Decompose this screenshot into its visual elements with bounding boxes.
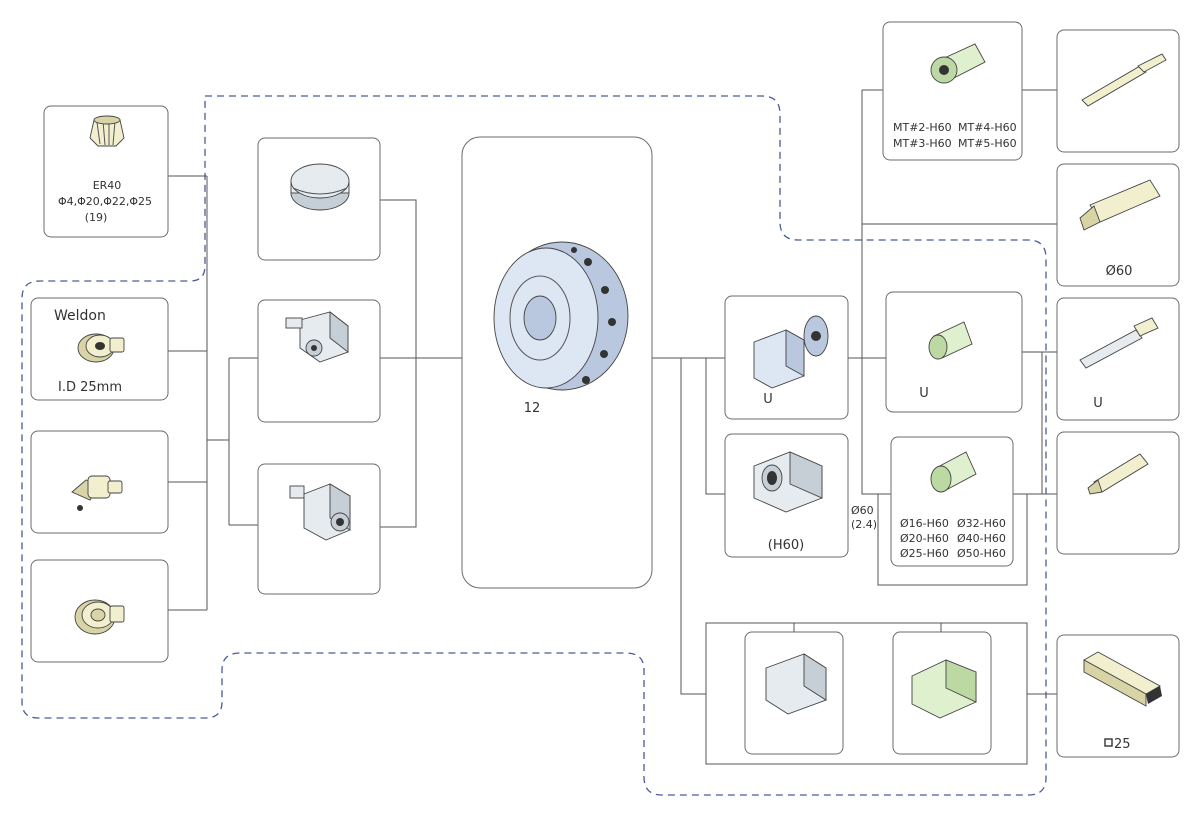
- weldon-title-label: Weldon: [54, 308, 106, 324]
- er40-collet-box[interactable]: [43, 105, 169, 238]
- drill-box[interactable]: [1056, 29, 1180, 153]
- small-boring-bar-icon: [1087, 453, 1149, 495]
- twist-drill-icon: [1081, 53, 1167, 107]
- h60-holder-label: (H60): [768, 538, 804, 553]
- mt5-label: MT#5-H60: [958, 137, 1017, 150]
- square-shank-tool-icon: [1083, 651, 1162, 707]
- s16-label: Ø16-H60: [900, 517, 949, 530]
- s40-label: Ø40-H60: [957, 532, 1006, 545]
- boring-dia-label: Ø60: [1106, 264, 1133, 279]
- tapping-holder-icon: [71, 475, 123, 511]
- mt2-label: MT#2-H60: [893, 121, 952, 134]
- turret-stations-label: 12: [524, 401, 541, 416]
- mt4-label: MT#4-H60: [958, 121, 1017, 134]
- er40-count-label: (19): [85, 211, 108, 224]
- weldon-id-label: I.D 25mm: [58, 380, 122, 395]
- u-sleeve-icon: [928, 321, 973, 360]
- s50-label: Ø50-H60: [957, 547, 1006, 560]
- dia60-label: Ø60: [851, 504, 874, 517]
- u-drill-box[interactable]: [1056, 297, 1180, 421]
- square25-label: 25: [1114, 737, 1131, 752]
- u-drill-icon: [1079, 317, 1159, 369]
- blank-cover-icon: [290, 163, 350, 211]
- connector-lines: [168, 89, 1057, 765]
- dia60-sub-label: (2.4): [851, 518, 877, 531]
- reducing-sleeve-box[interactable]: [890, 436, 1014, 567]
- live-tooling-boundary: [21, 95, 1047, 796]
- turret-disc-icon: [493, 241, 629, 391]
- u-drill-label: U: [1093, 396, 1103, 411]
- weldon-holder-icon: [77, 333, 125, 363]
- s25-label: Ø25-H60: [900, 547, 949, 560]
- u-drill-holder-icon: [753, 315, 829, 389]
- face-tool-holder-icon: [911, 659, 977, 719]
- od-tool-holder-icon: [765, 653, 827, 715]
- small-boring-bar-box[interactable]: [1056, 431, 1180, 555]
- er40-name-label: ER40: [93, 179, 122, 192]
- boring-bar-icon: [1079, 179, 1161, 231]
- s20-label: Ø20-H60: [900, 532, 949, 545]
- morse-taper-sleeve-icon: [930, 43, 986, 84]
- s32-label: Ø32-H60: [957, 517, 1006, 530]
- u-holder-label: U: [763, 392, 773, 407]
- h60-boring-holder-icon: [753, 451, 823, 513]
- collet-chuck-icon: [74, 599, 125, 635]
- mt3-label: MT#3-H60: [893, 137, 952, 150]
- mt-sleeve-box[interactable]: [882, 21, 1023, 161]
- er40-collet-icon: [89, 115, 125, 147]
- axial-live-tool-icon: [285, 311, 349, 363]
- er40-sizes-label: Φ4,Φ20,Φ22,Φ25: [58, 195, 152, 208]
- radial-live-tool-icon: [289, 483, 351, 541]
- square-shank-symbol-icon: [1104, 738, 1113, 747]
- u-sleeve-label: U: [919, 386, 929, 401]
- reducing-sleeve-icon: [930, 451, 977, 493]
